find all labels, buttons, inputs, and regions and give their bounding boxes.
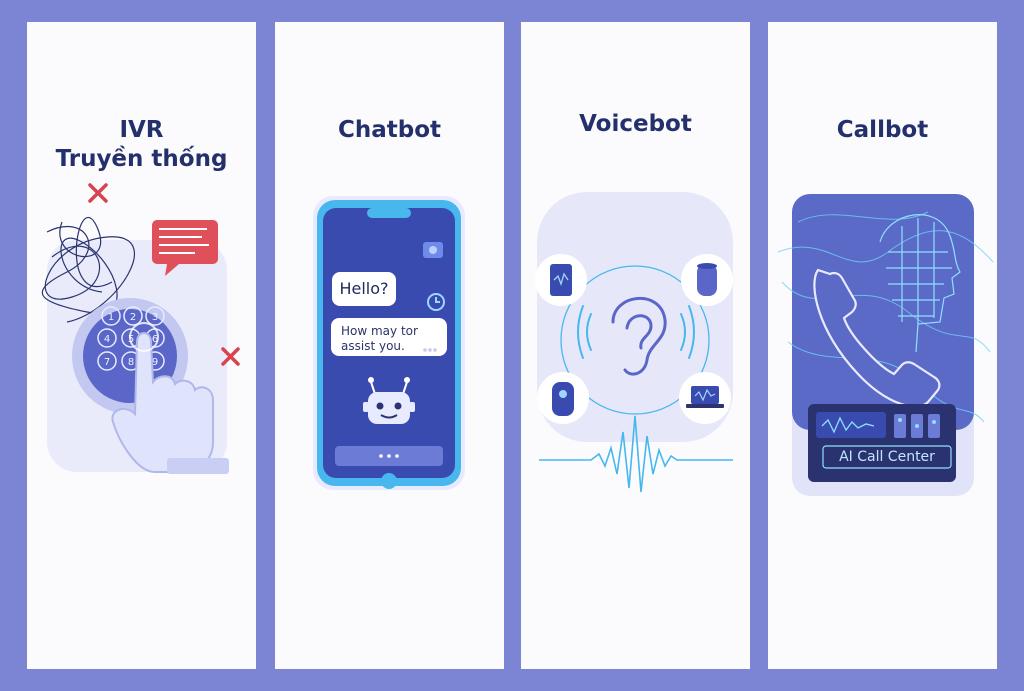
ear-icon	[611, 296, 667, 376]
ai-call-center-label: AI Call Center	[839, 449, 935, 465]
reply-line-2: assist you.	[341, 339, 405, 353]
assistant-device-icon	[537, 372, 589, 424]
title-line-1: Chatbot	[337, 117, 442, 143]
laptop-icon	[679, 372, 731, 424]
svg-text:8: 8	[128, 357, 134, 368]
ai-call-center-label-box	[822, 445, 952, 469]
svg-text:4: 4	[104, 334, 110, 345]
panel-voicebot: Voicebot	[521, 22, 750, 669]
orbit-ring	[560, 265, 710, 415]
bubble-reply	[331, 318, 447, 356]
svg-text:9: 9	[152, 357, 158, 368]
smart-speaker-icon	[681, 254, 733, 306]
panel-chatbot: Chatbot Hello? How may tor assist you	[275, 22, 504, 669]
console-wave	[821, 416, 875, 434]
callbot-illustration	[777, 194, 994, 496]
chatbot-illustration	[313, 196, 465, 490]
panel-ivr: IVR Truyền thống	[27, 22, 256, 669]
title-line-1: IVR	[119, 117, 164, 143]
error-x-icon-2	[221, 347, 240, 366]
waveform-line	[539, 415, 733, 493]
reply-line-1: How may tor	[341, 324, 418, 338]
ai-head-icon	[879, 214, 961, 353]
panel-callbot: Callbot AI Call C	[768, 22, 997, 669]
svg-text:7: 7	[104, 357, 110, 368]
tablet-device-icon	[535, 254, 587, 306]
bubble-hello-text: Hello?	[339, 279, 389, 298]
svg-text:6: 6	[152, 334, 158, 345]
hand-icon	[111, 322, 229, 474]
panel-title: IVR Truyền thống	[27, 116, 256, 174]
svg-text:1: 1	[108, 312, 114, 323]
error-bubble-icon	[152, 220, 218, 276]
sound-waves-icon	[577, 305, 695, 359]
panel-title: Chatbot	[275, 116, 504, 145]
panel-title: Callbot	[768, 116, 997, 145]
title-line-1: Voicebot	[579, 111, 692, 137]
svg-text:3: 3	[152, 312, 158, 323]
error-x-icon	[88, 183, 108, 203]
bubble-hello	[332, 272, 396, 306]
phone-handset-icon	[813, 268, 941, 408]
title-line-2: Truyền thống	[55, 146, 228, 172]
robot-icon	[363, 377, 415, 424]
svg-text:2: 2	[130, 312, 136, 323]
home-button	[381, 473, 397, 489]
panel-title: Voicebot	[521, 110, 750, 139]
clock-icon	[427, 293, 445, 311]
bubble-reply-text: How may tor assist you.	[341, 324, 418, 354]
callbot-card	[792, 194, 974, 430]
title-line-1: Callbot	[836, 117, 929, 143]
voicebot-illustration	[535, 192, 733, 493]
